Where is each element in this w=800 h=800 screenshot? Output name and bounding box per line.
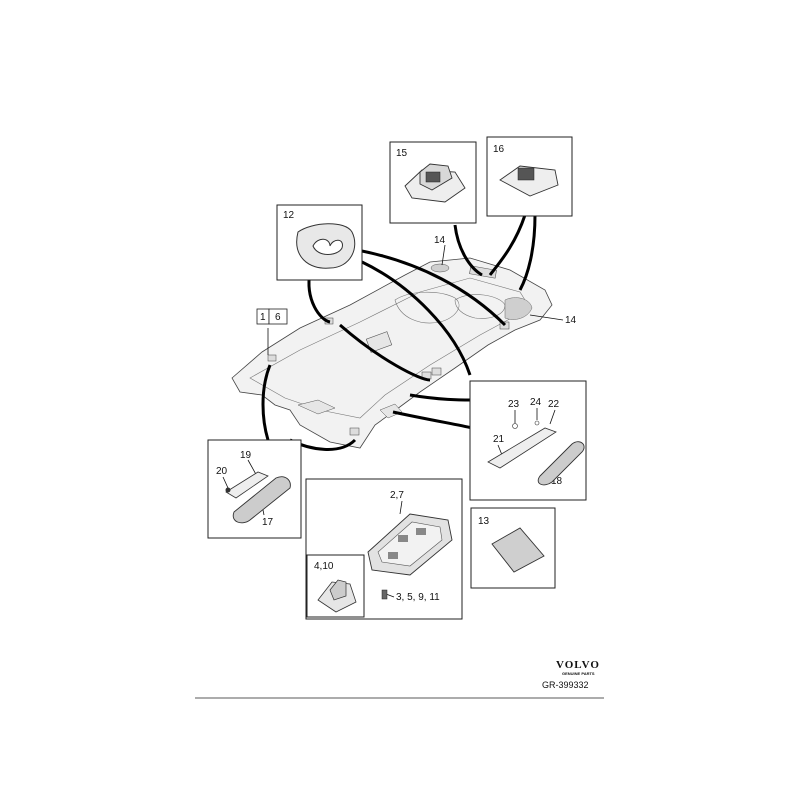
- callout-19: 19: [240, 450, 252, 461]
- callout-16: 16: [493, 144, 505, 155]
- callout-23: 23: [508, 399, 520, 410]
- inset-box-console: 2,7 3, 5, 9, 11 4,10: [305, 478, 463, 620]
- headliner-panel: [231, 257, 553, 449]
- callout-1: 1: [260, 312, 266, 323]
- diagram-reference-code: GR-399332: [542, 680, 589, 690]
- inset-box-16: 16: [486, 136, 573, 217]
- inset-box-13: 13: [470, 507, 556, 589]
- callout-14-top: 14: [434, 235, 446, 246]
- inset-box-15: 15: [389, 141, 477, 224]
- callout-12: 12: [283, 210, 295, 221]
- callout-22: 22: [548, 399, 560, 410]
- callout-21: 21: [493, 434, 505, 445]
- callout-box-1-6: 1 6: [256, 308, 288, 325]
- callout-3-5-9-11: 3, 5, 9, 11: [396, 592, 440, 603]
- inset-box-grab-handle-left: 19 20 17: [207, 439, 302, 539]
- callout-2-7: 2,7: [390, 490, 404, 501]
- callout-18: 18: [551, 476, 563, 487]
- callout-4-10: 4,10: [314, 561, 334, 572]
- callout-24: 24: [530, 397, 542, 408]
- leader-lines: [261, 214, 537, 451]
- inset-box-12: 12: [276, 204, 363, 281]
- callout-15: 15: [396, 148, 408, 159]
- thin-leaders: [267, 244, 564, 355]
- callout-6: 6: [275, 312, 281, 323]
- brand-logo: VOLVO: [556, 659, 600, 671]
- brand-subtitle: GENUINE PARTS: [562, 671, 595, 676]
- callout-20: 20: [216, 466, 228, 477]
- inset-box-grab-handle-right: 23 24 22 21 18: [469, 380, 587, 501]
- footer: VOLVO GENUINE PARTS GR-399332: [195, 659, 604, 699]
- callout-13: 13: [478, 516, 490, 527]
- callout-14-right: 14: [565, 315, 577, 326]
- callout-17: 17: [262, 517, 274, 528]
